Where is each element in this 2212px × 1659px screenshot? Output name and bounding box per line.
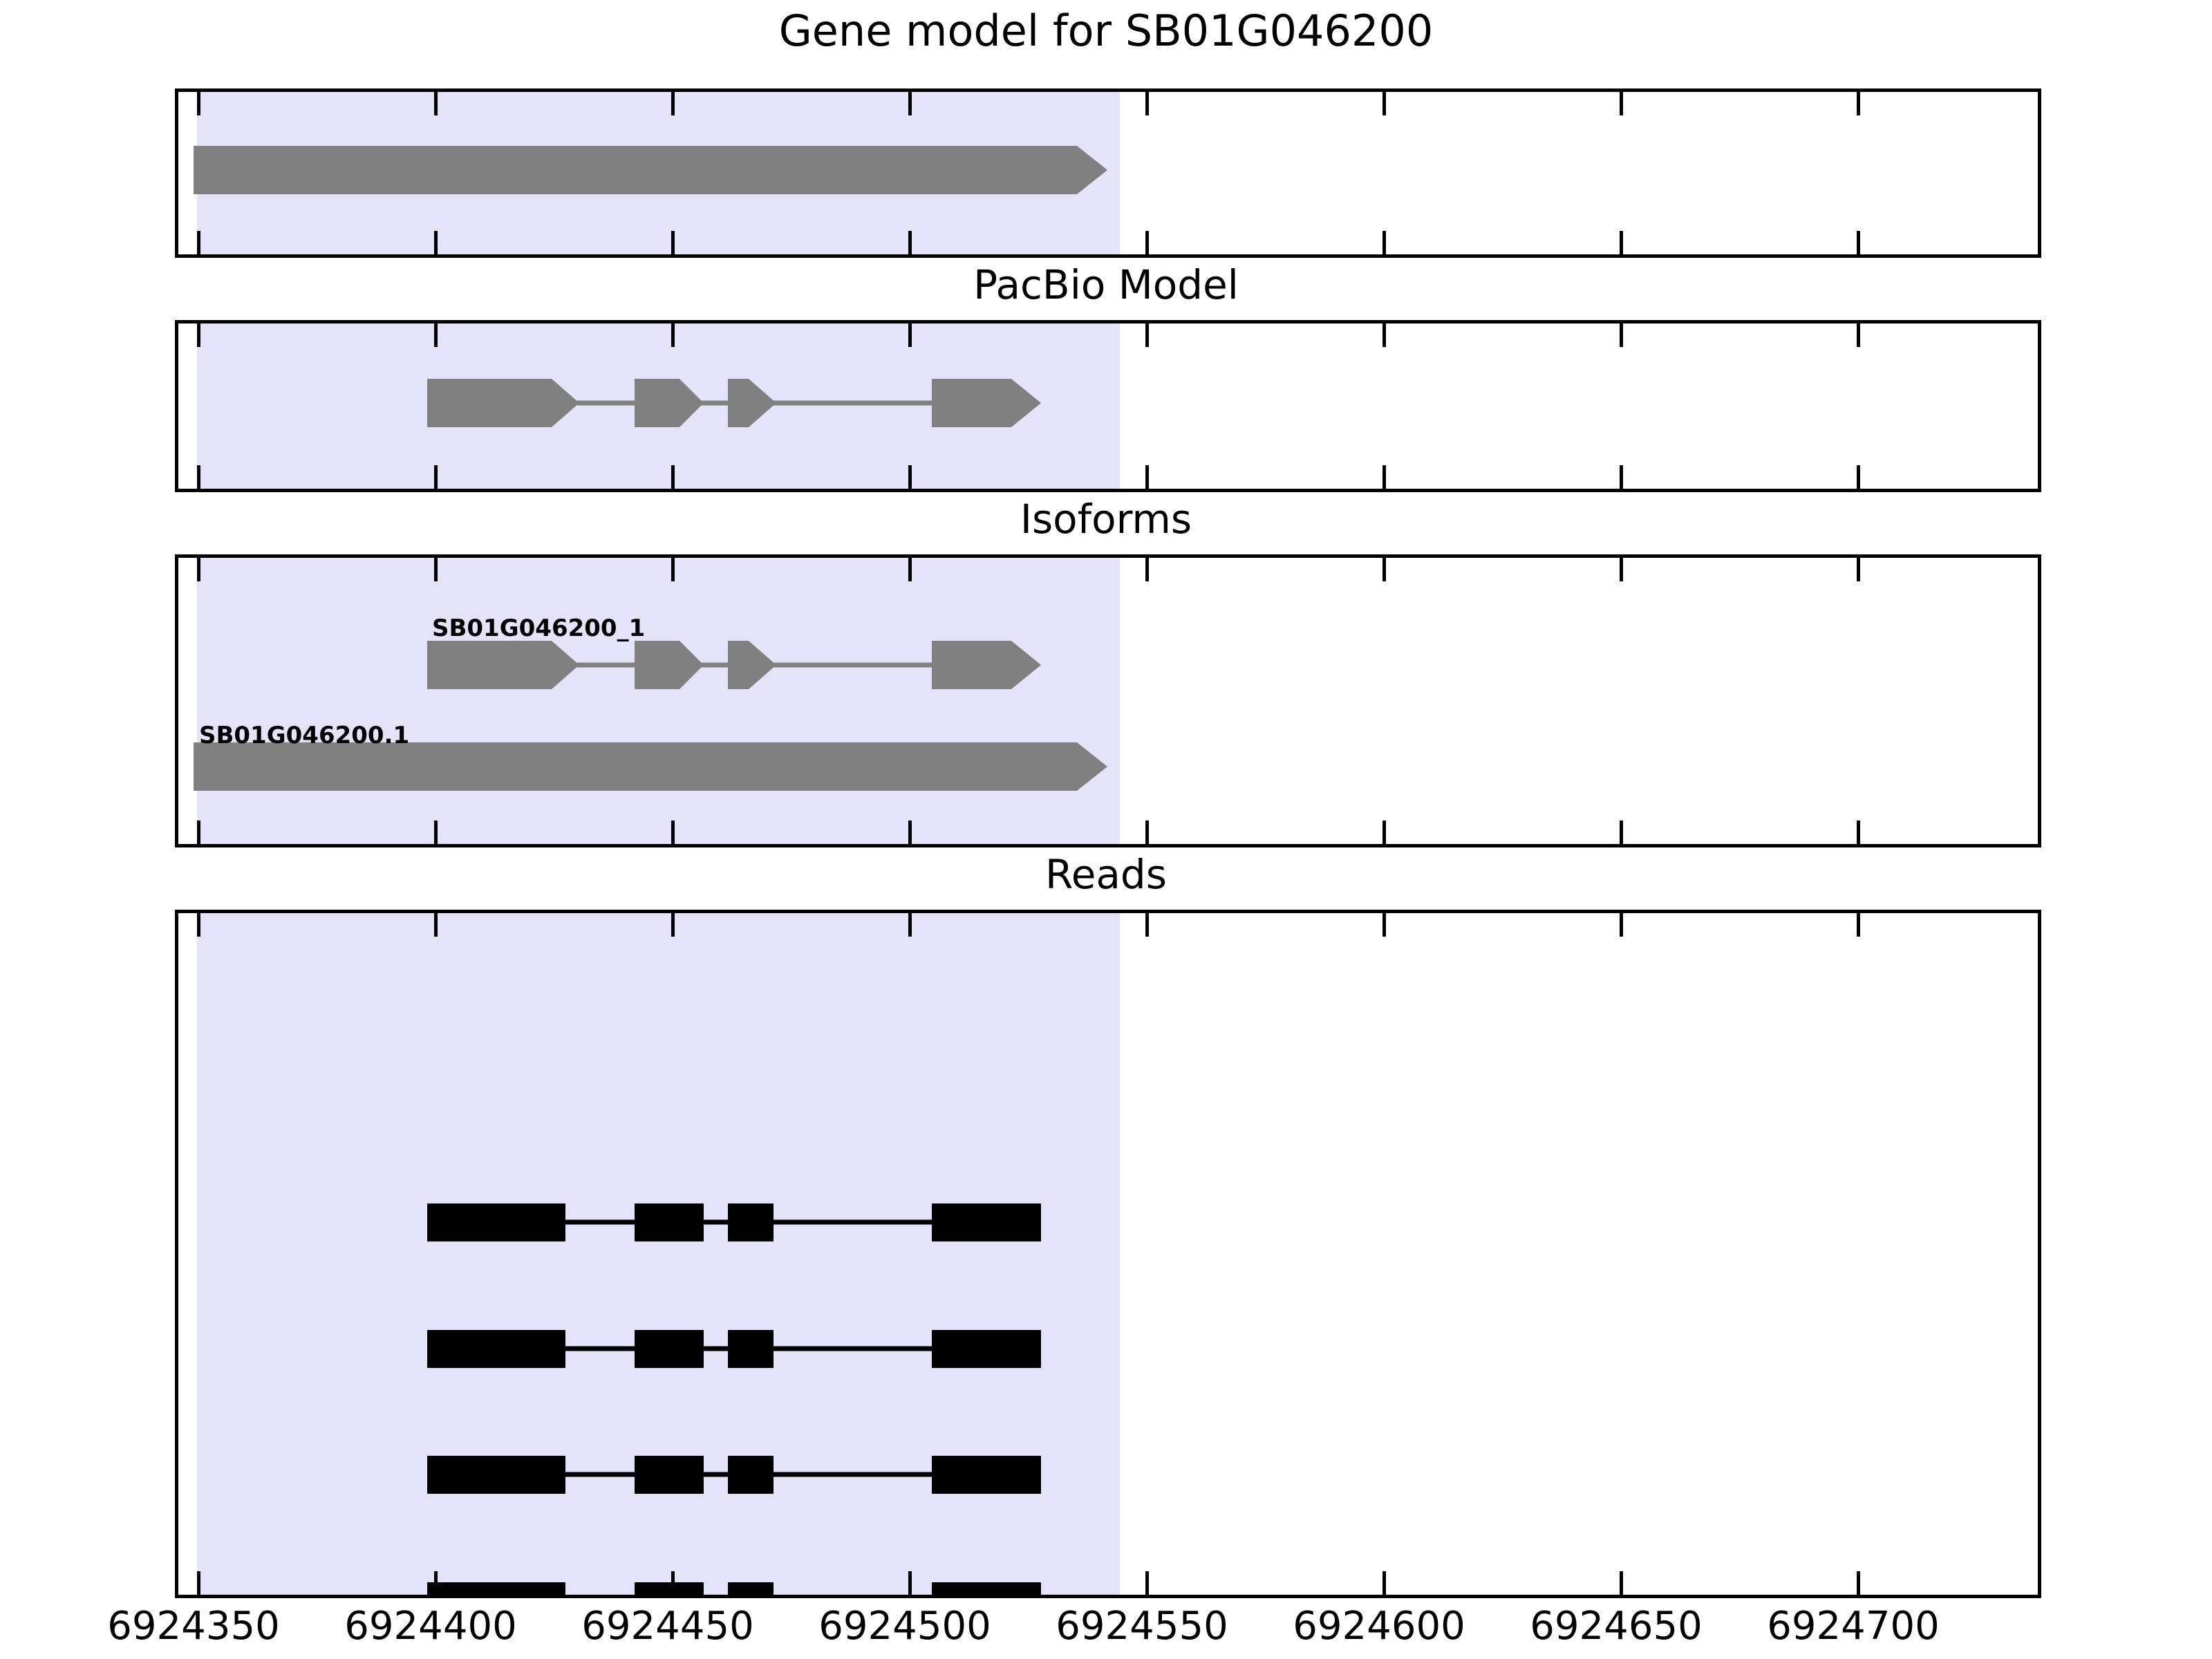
read-row-4 [178,1579,2038,1595]
tick-mark [671,821,675,844]
isoform-row-2 [178,742,2038,791]
panel-pacbio-model [175,320,2041,492]
tick-mark [197,465,200,489]
x-tick-label: 6924350 [107,1604,280,1649]
tick-mark [671,324,675,347]
tick-mark [1145,465,1149,489]
tick-mark [197,1571,200,1595]
tick-mark [1620,92,1623,115]
tick-mark [434,913,438,937]
panel-gene-model [175,88,2041,258]
tick-mark [1620,324,1623,347]
x-tick-label: 6924550 [1056,1604,1228,1649]
tick-mark [197,821,200,844]
pacbio-model-glyph [427,379,1041,427]
tick-mark [1857,92,1860,115]
tick-mark [908,1571,912,1595]
tick-mark [908,231,912,254]
tick-mark [1857,558,1860,581]
tick-mark [908,558,912,581]
panel-reads [175,910,2041,1598]
x-tick-label: 6924500 [818,1604,991,1649]
tick-mark [1382,465,1386,489]
panel-title-pacbio-model: PacBio Model [973,261,1239,308]
tick-mark [671,558,675,581]
tick-mark [1145,913,1149,937]
panel-isoforms: SB01G046200_1 SB01G046200.1 [175,554,2041,847]
tick-mark [908,913,912,937]
tick-mark [1145,558,1149,581]
tick-mark [908,821,912,844]
read-glyph-4 [427,1582,1041,1595]
tick-mark [908,324,912,347]
tick-mark [434,558,438,581]
x-tick-label: 6924400 [344,1604,517,1649]
read-glyph-1 [427,1203,1041,1241]
tick-mark [1620,558,1623,581]
isoform-label-1: SB01G046200_1 [432,615,646,642]
tick-mark [671,465,675,489]
read-row-3 [178,1452,2038,1494]
tick-mark [908,465,912,489]
tick-mark [1145,324,1149,347]
tick-mark [434,92,438,115]
tick-mark [908,92,912,115]
tick-mark [434,231,438,254]
tick-mark [434,465,438,489]
x-tick-label: 6924600 [1293,1604,1465,1649]
tick-mark [1857,913,1860,937]
tick-mark [1620,913,1623,937]
tick-mark [1857,324,1860,347]
tick-mark [1382,1571,1386,1595]
read-row-1 [178,1200,2038,1241]
tick-mark [1857,465,1860,489]
tick-mark [1620,231,1623,254]
x-axis-tick-labels: 6924350 6924400 6924450 6924500 6924550 … [0,1607,2212,1656]
tick-mark [1382,913,1386,937]
tick-mark [1382,558,1386,581]
tick-mark [1145,821,1149,844]
tick-mark [1382,231,1386,254]
x-tick-label: 6924450 [581,1604,754,1649]
tick-mark [1620,821,1623,844]
tick-mark [671,92,675,115]
pacbio-feature-row [178,375,2038,431]
read-glyph-3 [427,1456,1041,1494]
panel-title-gene-model: Gene model for SB01G046200 [778,6,1434,56]
tick-mark [1857,821,1860,844]
panel-title-isoforms: Isoforms [1020,496,1192,543]
tick-mark [1382,821,1386,844]
tick-mark [1857,1571,1860,1595]
tick-mark [671,913,675,937]
tick-mark [1620,1571,1623,1595]
tick-mark [1145,231,1149,254]
tick-mark [434,324,438,347]
read-row-2 [178,1327,2038,1368]
tick-mark [197,92,200,115]
highlight-region-3 [197,558,1120,844]
panel-title-reads: Reads [1045,851,1167,898]
gene-glyph [194,146,1107,194]
tick-mark [1382,324,1386,347]
x-tick-label: 6924650 [1530,1604,1703,1649]
read-glyph-2 [427,1330,1041,1368]
tick-mark [1857,231,1860,254]
tick-mark [197,558,200,581]
x-tick-label: 6924700 [1767,1604,1940,1649]
isoform-glyph-2 [194,742,1107,791]
tick-mark [197,913,200,937]
tick-mark [434,821,438,844]
isoform-row-1 [178,637,2038,693]
tick-mark [1620,465,1623,489]
tick-mark [1382,92,1386,115]
tick-mark [1145,1571,1149,1595]
tick-mark [197,231,200,254]
tick-mark [197,324,200,347]
isoform-label-2: SB01G046200.1 [199,722,410,749]
gene-feature-row [178,146,2038,194]
tick-mark [671,231,675,254]
tick-mark [1145,92,1149,115]
isoform-glyph-1 [427,641,1041,689]
